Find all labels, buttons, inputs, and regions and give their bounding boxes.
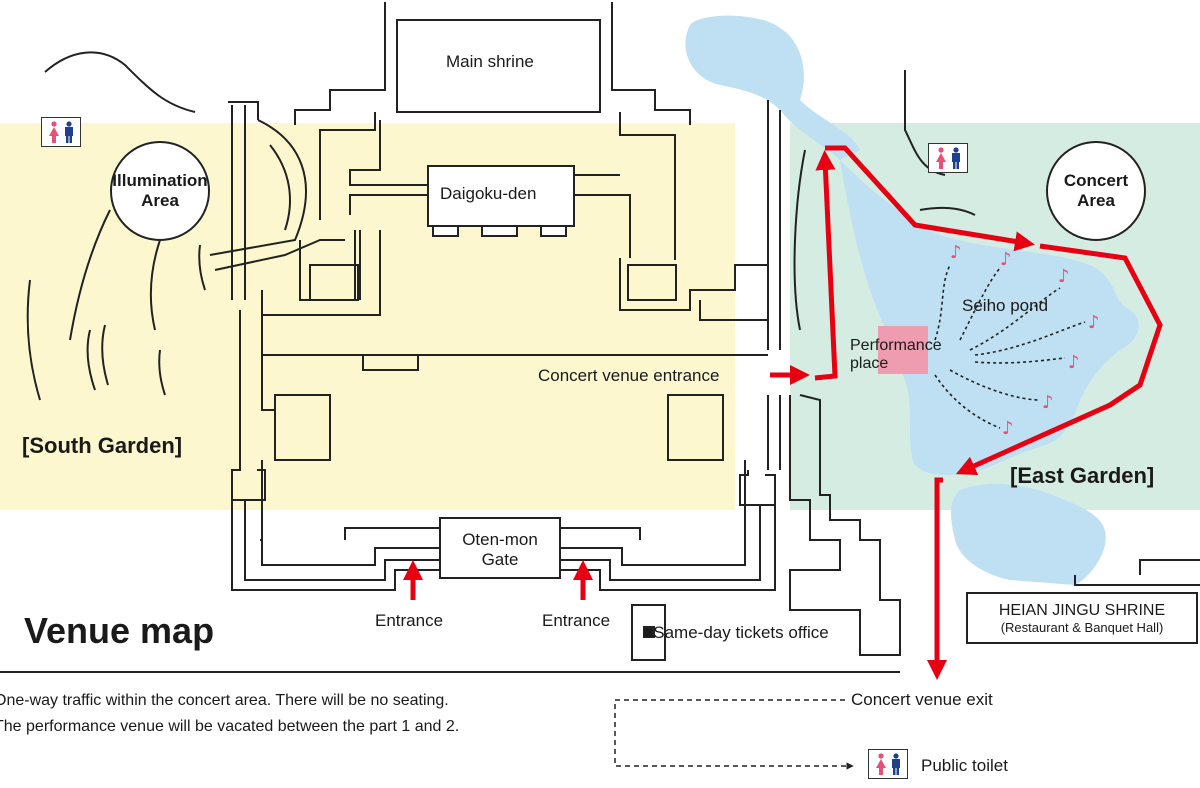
south-garden-label: [South Garden] bbox=[22, 433, 183, 458]
svg-text:♪: ♪ bbox=[1042, 392, 1054, 413]
performance-place-area bbox=[878, 326, 928, 374]
svg-text:♪: ♪ bbox=[1002, 418, 1014, 439]
illumination-line1: Illumination bbox=[112, 171, 208, 191]
south-pond bbox=[951, 483, 1106, 585]
performance-line2: place bbox=[850, 355, 889, 373]
oten-mon-gate-label: Oten-mon Gate bbox=[440, 530, 560, 569]
illumination-line2: Area bbox=[141, 191, 179, 210]
concert-area-circle: Concert Area bbox=[1046, 141, 1146, 241]
toilet-icon bbox=[868, 749, 908, 779]
north-pond bbox=[685, 15, 860, 160]
legend-bracket bbox=[614, 699, 854, 770]
tickets-office-marker bbox=[643, 626, 655, 638]
concert-line2: Area bbox=[1077, 191, 1115, 210]
venue-map-title: Venue map bbox=[24, 610, 215, 651]
route-arrow-icon bbox=[403, 145, 1163, 680]
oten-mon-line1: Oten-mon bbox=[462, 530, 538, 549]
concert-line1: Concert bbox=[1063, 171, 1129, 191]
legend-note-line1: One-way traffic within the concert area.… bbox=[0, 692, 449, 709]
tickets-office-label: ■Same-day tickets office bbox=[643, 623, 829, 642]
main-shrine-label: Main shrine bbox=[446, 52, 534, 71]
svg-text:♪: ♪ bbox=[950, 242, 962, 263]
performance-place-label: Performance place bbox=[850, 337, 942, 374]
music-note-icon: ♪ ♪ ♪ ♪ ♪ ♪ ♪ bbox=[950, 242, 1100, 439]
seiho-pond-label: Seiho pond bbox=[962, 296, 1049, 315]
concert-exit-label: Concert venue exit bbox=[851, 690, 993, 709]
female-figure bbox=[935, 147, 946, 169]
female-figure bbox=[875, 753, 886, 775]
toilet-icon bbox=[928, 143, 968, 173]
shrine-buildings bbox=[0, 2, 1200, 673]
heian-line2: (Restaurant & Banquet Hall) bbox=[1000, 619, 1164, 635]
heian-jingu-shrine-box: HEIAN JINGU SHRINE (Restaurant & Banquet… bbox=[966, 592, 1198, 644]
sound-lines bbox=[934, 264, 1086, 429]
svg-text:♪: ♪ bbox=[1000, 249, 1012, 270]
heian-line1: HEIAN JINGU SHRINE bbox=[998, 601, 1166, 619]
male-figure bbox=[891, 753, 900, 775]
concert-entrance-label: Concert venue entrance bbox=[538, 366, 720, 385]
performance-line1: Performance bbox=[850, 337, 942, 354]
illumination-area-circle: Illumination Area bbox=[110, 141, 210, 241]
male-figure bbox=[951, 147, 960, 169]
entrance-right-label: Entrance bbox=[542, 611, 611, 630]
east-garden-label: [East Garden] bbox=[1010, 463, 1155, 488]
svg-text:♪: ♪ bbox=[1068, 352, 1080, 373]
hill-lines bbox=[26, 51, 206, 401]
oten-mon-line2: Gate bbox=[481, 549, 519, 569]
female-figure bbox=[48, 121, 59, 143]
daigoku-den-label: Daigoku-den bbox=[440, 184, 537, 203]
seiho-pond bbox=[840, 160, 1139, 475]
public-toilet-label: Public toilet bbox=[921, 756, 1008, 775]
legend-note-line2: The performance venue will be vacated be… bbox=[0, 718, 460, 735]
svg-text:♪: ♪ bbox=[1088, 312, 1100, 333]
svg-text:♪: ♪ bbox=[1058, 266, 1070, 287]
entrance-left-label: Entrance bbox=[375, 611, 444, 630]
male-figure bbox=[64, 121, 73, 143]
toilet-icon bbox=[41, 117, 81, 147]
